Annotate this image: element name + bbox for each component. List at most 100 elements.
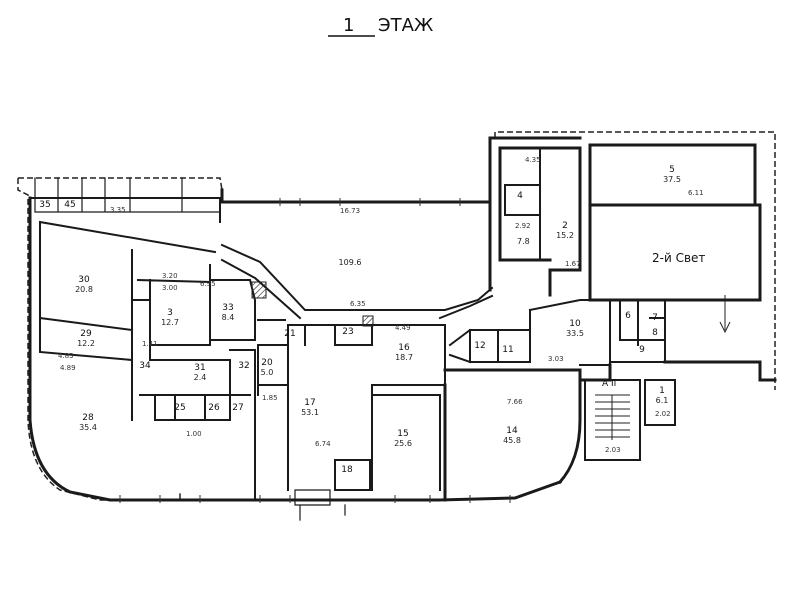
corridor-wall-lower (229, 349, 256, 501)
room-20-wall (257, 319, 289, 396)
staircase (251, 281, 731, 440)
top-right-wall (498, 146, 582, 297)
room-8: 8 (652, 328, 658, 338)
room-number: 10 (569, 319, 581, 329)
dimension-label: 1.41 (142, 340, 158, 348)
room-number: 12 (474, 341, 485, 351)
room-18: 18 (341, 465, 353, 475)
room-number: 28 (82, 413, 94, 423)
room-number: 27 (232, 403, 243, 413)
stair-block-wall (584, 379, 676, 461)
room-area: 20.8 (75, 285, 93, 294)
room-number: 11 (502, 345, 513, 355)
right-block-wall (443, 368, 582, 502)
room-number: 45 (64, 200, 75, 210)
room-number: 9 (639, 345, 645, 355)
room-20: 205.0 (261, 358, 274, 377)
room-area: 12.7 (161, 318, 179, 327)
top-left-outline (18, 177, 223, 191)
window-row-bottom (119, 495, 511, 503)
room-area: 5.0 (261, 368, 274, 377)
room-number: 4 (517, 191, 523, 201)
dimension-label: 1.00 (186, 430, 202, 438)
room-27: 27 (232, 403, 243, 413)
room-5-wall (588, 143, 757, 207)
walls (28, 136, 777, 521)
left-wing-top-wall (29, 197, 221, 223)
room-number: 17 (304, 398, 315, 408)
room-area: 8.4 (222, 313, 235, 322)
room-number: 29 (80, 329, 92, 339)
room-18-wall (334, 459, 371, 491)
room-number: 32 (238, 361, 249, 371)
room-area: 37.5 (663, 175, 681, 184)
hall-diagonal-wall-2 (220, 258, 494, 320)
room-number: 33 (222, 303, 233, 313)
room-number: 26 (208, 403, 220, 413)
arrow-second-light (719, 295, 731, 334)
room-11: 11 (502, 345, 513, 355)
room-5: 537.5 (663, 165, 681, 184)
room-number: 16 (398, 343, 410, 353)
room-labels: 16.1215.24537.51033.511121445.81525.6161… (39, 165, 681, 475)
second-light-label: 2-й Свет (652, 251, 705, 265)
room-number: 8 (652, 328, 658, 338)
room-32: 32 (238, 361, 249, 371)
left-wing-interior (38, 220, 217, 421)
room-area: 35.4 (79, 423, 97, 432)
room-area: 12.2 (77, 339, 95, 348)
room-number: 23 (342, 327, 353, 337)
room-23: 23 (342, 327, 353, 337)
dimension-label: 3.00 (162, 284, 178, 292)
room-area: 53.1 (301, 408, 319, 417)
room-25: 25 (174, 403, 185, 413)
bottom-wall (248, 480, 562, 502)
dimension-label: 6.11 (688, 189, 704, 197)
room-area: 18.7 (395, 353, 413, 362)
dimension-label: 1.85 (262, 394, 278, 402)
top-right-outline (494, 131, 776, 390)
dimension-label: 16.73 (340, 207, 360, 215)
top-small-area: 7.8 (517, 237, 530, 246)
room-number: 18 (341, 465, 353, 475)
title-number: 1 (343, 15, 354, 36)
dimension-label: 6.35 (350, 300, 366, 308)
room-area: 33.5 (566, 329, 584, 338)
room-number: 30 (78, 275, 90, 285)
room-number: 15 (397, 429, 408, 439)
window-row-top (279, 198, 461, 206)
room-area: 15.2 (556, 231, 574, 240)
room-3: 312.7 (161, 308, 179, 327)
wc-rooms-wall (609, 299, 666, 363)
stair-treads (595, 394, 630, 440)
room-2-wall (504, 147, 541, 261)
dimension-label: 1.67 (565, 260, 581, 268)
room-6: 6 (625, 311, 631, 321)
room-33-wall (209, 279, 256, 341)
right-corridor-wall (578, 360, 777, 382)
hall-wall-top (220, 136, 582, 292)
room-2: 215.2 (556, 221, 574, 240)
rooms-11-12-wall (448, 328, 531, 364)
dimension-label: 3.03 (548, 355, 564, 363)
hatched-column (251, 281, 267, 299)
room-12: 12 (474, 341, 485, 351)
room-number: 34 (139, 361, 151, 371)
dimension-labels: 4.356.1116.736.354.493.203.004.834.891.0… (58, 156, 704, 454)
room-number: 1 (659, 386, 665, 396)
left-outer-wall (28, 196, 252, 502)
room-number: 21 (284, 329, 295, 339)
top-small-dim: 2.92 (515, 222, 531, 230)
dimension-label: 6.74 (315, 440, 331, 448)
entrance-detail (294, 489, 346, 521)
left-wing-lower (139, 359, 251, 421)
dimension-label: 2.02 (655, 410, 671, 418)
plan-title: 1 ЭТАЖ (328, 15, 434, 37)
room-number: 25 (174, 403, 185, 413)
room-area: 25.6 (394, 439, 412, 448)
dimension-label: 4.35 (525, 156, 541, 164)
dimension-label: 7.66 (507, 398, 523, 406)
